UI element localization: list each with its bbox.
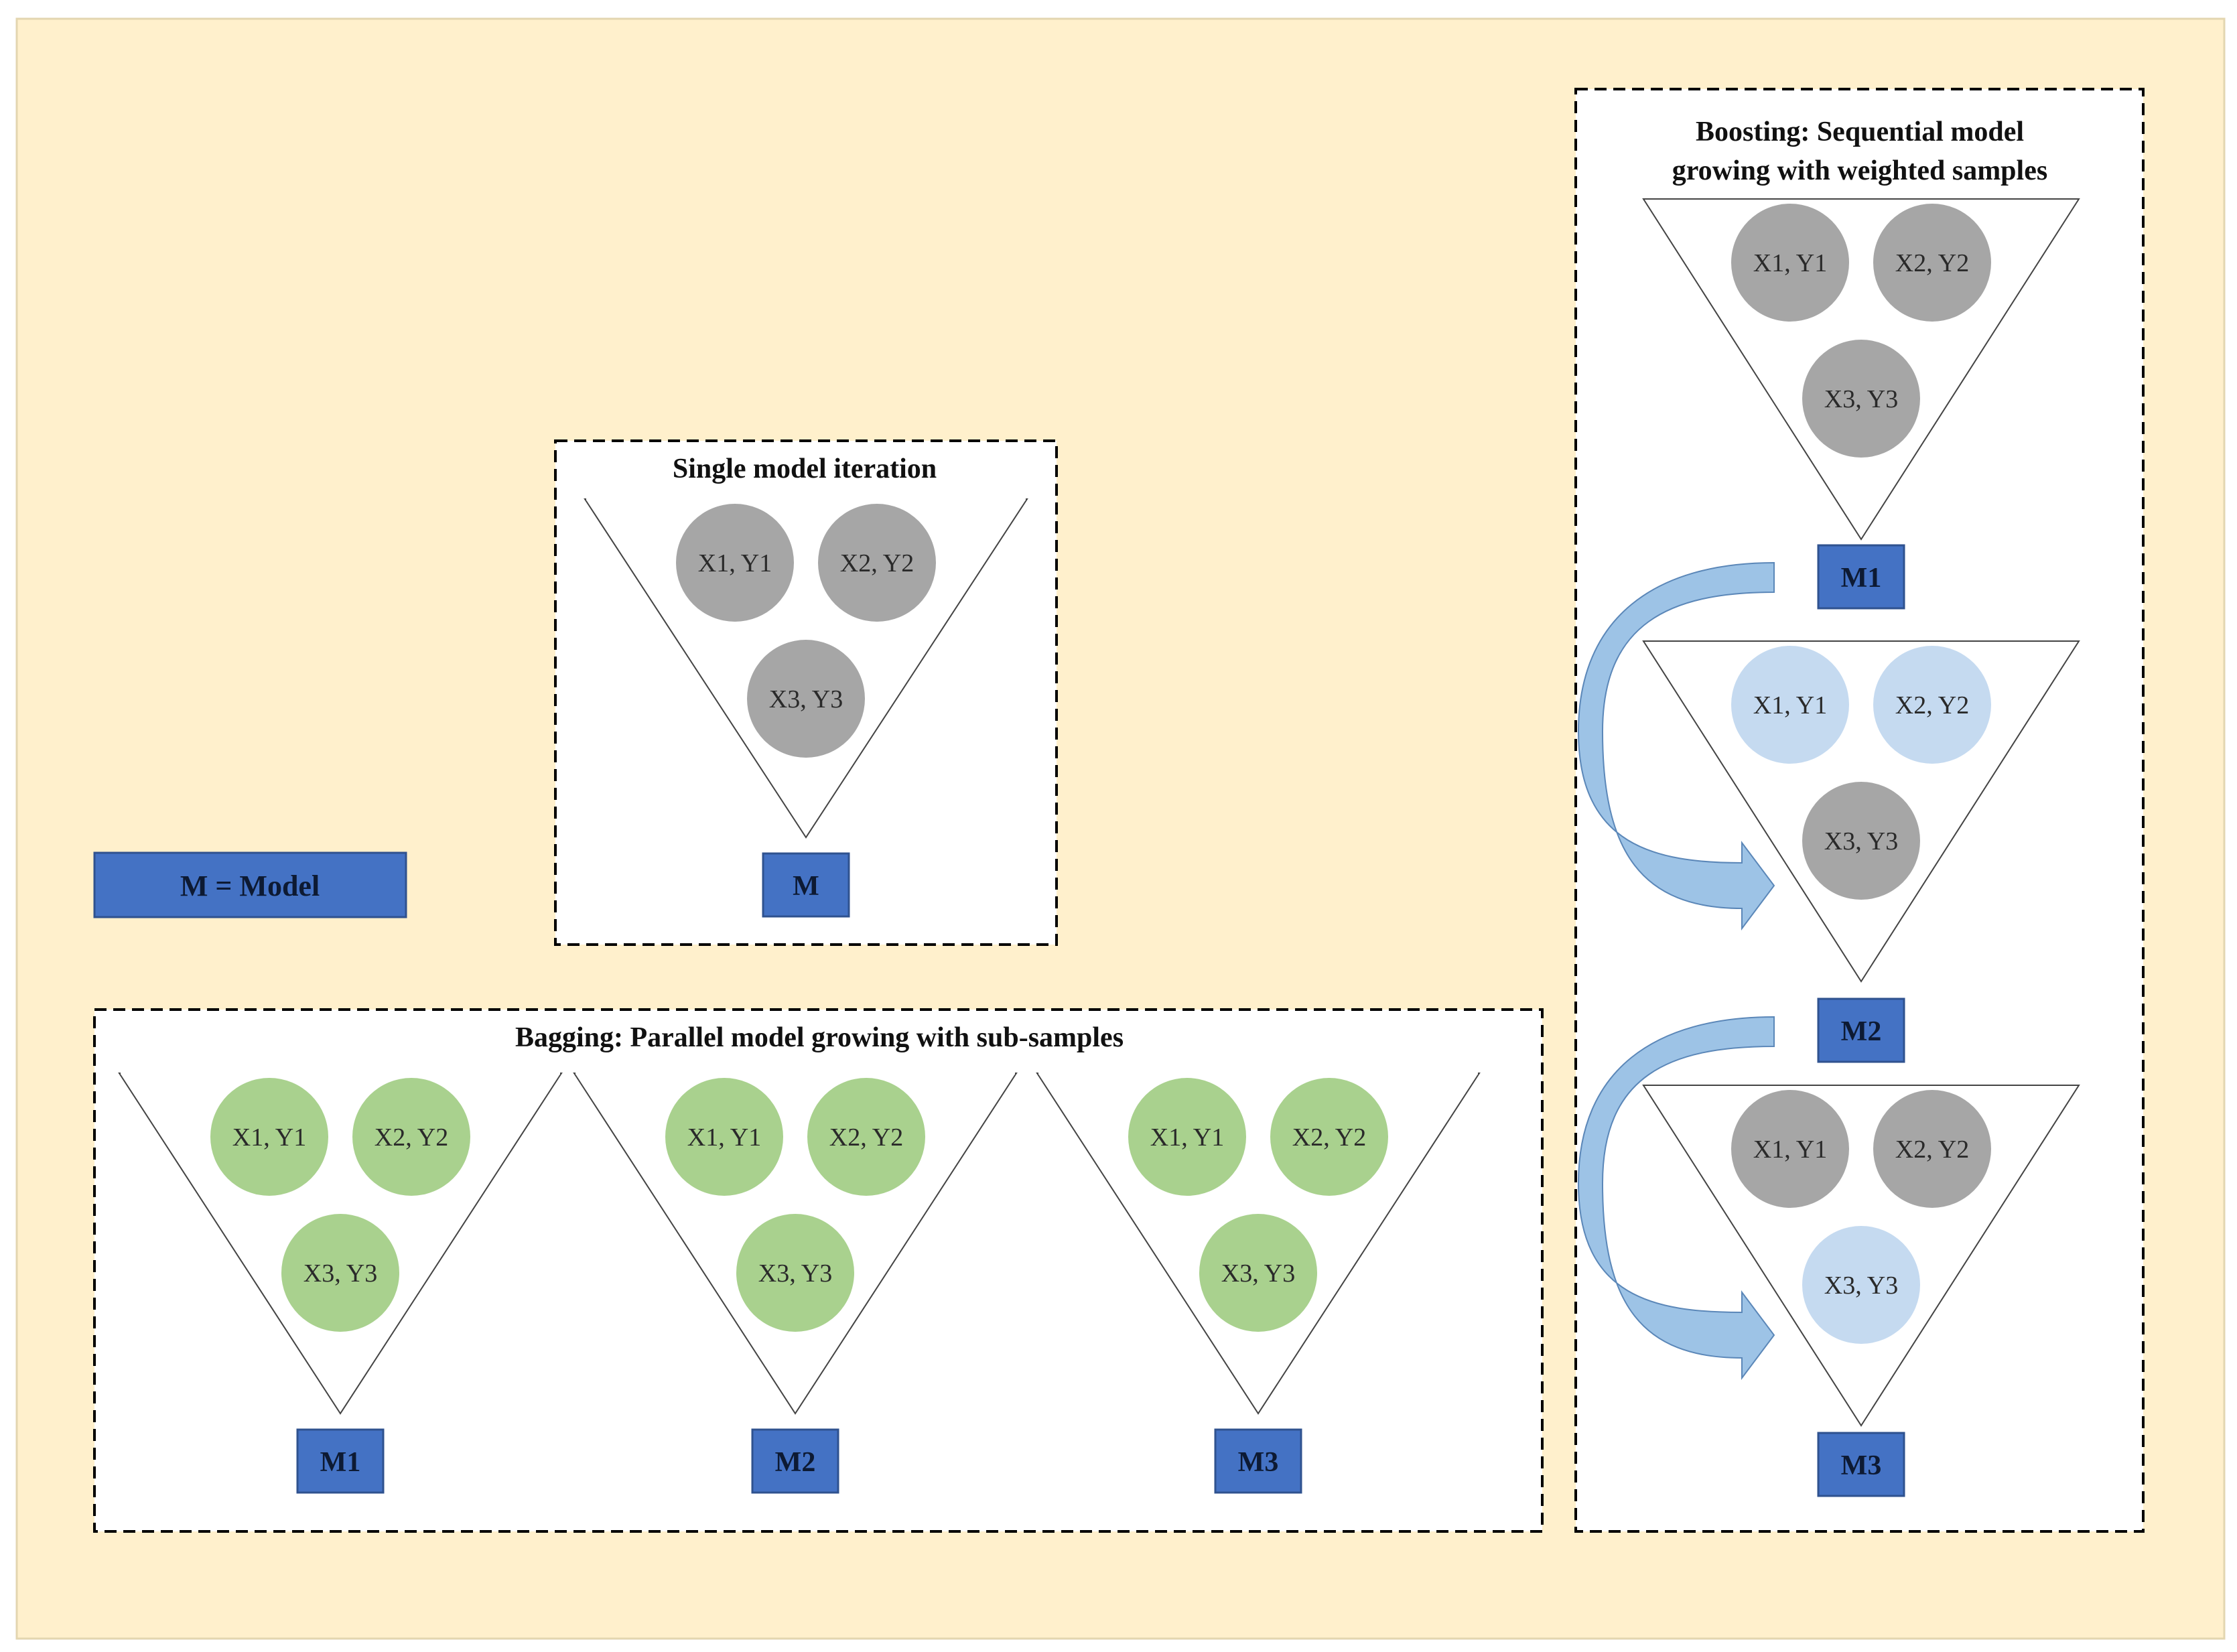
sample-node-label: X2, Y2 xyxy=(1895,249,1969,277)
sample-node xyxy=(747,640,865,758)
model-box xyxy=(1214,1428,1302,1494)
boosting-title-line2: growing with weighted samples xyxy=(1672,155,2047,186)
model-label: M xyxy=(793,871,819,902)
single-panel-title: Single model iteration xyxy=(673,454,937,484)
sample-node xyxy=(676,504,794,622)
sample-node xyxy=(1731,1090,1849,1208)
sample-node-label: X1, Y1 xyxy=(1753,249,1827,277)
sample-node-label: X2, Y2 xyxy=(1895,691,1969,719)
boosting-arrows xyxy=(1577,561,1775,1380)
model-box xyxy=(762,852,850,918)
model-label: M3 xyxy=(1841,1450,1882,1481)
sample-node xyxy=(281,1214,399,1332)
sample-node xyxy=(807,1078,925,1196)
sample-node xyxy=(818,504,936,622)
single-model-panel: Single model iteration X1, Y1 X2, Y2 X3, Y… xyxy=(554,439,1058,946)
sample-node-label: X1, Y1 xyxy=(232,1123,306,1152)
single-model-group: X1, Y1 X2, Y2 X3, Y3 M xyxy=(584,498,1028,918)
sample-node-label: X3, Y3 xyxy=(1824,1271,1898,1300)
sample-node xyxy=(210,1078,328,1196)
sample-node xyxy=(1802,1226,1920,1344)
bagging-panel-title: Bagging: Parallel model growing with sub… xyxy=(515,1022,1124,1053)
boosting-title-line1: Boosting: Sequential model xyxy=(1696,117,2024,147)
sample-node-label: X3, Y3 xyxy=(303,1259,377,1288)
model-group: X1, Y1 X2, Y2 X3, Y3 M xyxy=(584,498,1028,918)
sample-node-label: X3, Y3 xyxy=(769,685,843,713)
model-box xyxy=(751,1428,839,1494)
model-label: M2 xyxy=(775,1447,816,1478)
sample-node xyxy=(1873,204,1991,322)
model-label: M2 xyxy=(1841,1016,1882,1047)
model-group: X1, Y1 X2, Y2 X3, Y3 M1 xyxy=(1642,198,2080,610)
bagging-groups: X1, Y1 X2, Y2 X3, Y3 M1 X1, Y1 X2, Y2 X3, Y3 M2… xyxy=(118,1072,1481,1494)
sample-node-label: X1, Y1 xyxy=(687,1123,761,1152)
sample-node-label: X2, Y2 xyxy=(1895,1135,1969,1164)
model-label: M1 xyxy=(320,1447,361,1478)
sample-node xyxy=(1731,646,1849,764)
sample-node xyxy=(1873,1090,1991,1208)
model-box xyxy=(1817,997,1905,1063)
model-group: X1, Y1 X2, Y2 X3, Y3 M1 xyxy=(118,1072,563,1494)
sample-node xyxy=(1802,782,1920,900)
sequence-arrow xyxy=(1577,561,1775,931)
legend: M = Model xyxy=(93,851,407,918)
sample-node-label: X3, Y3 xyxy=(1824,385,1898,413)
model-group: X1, Y1 X2, Y2 X3, Y3 M3 xyxy=(1642,1085,2080,1497)
sample-node-label: X2, Y2 xyxy=(375,1123,448,1152)
sample-node xyxy=(665,1078,783,1196)
model-group: X1, Y1 X2, Y2 X3, Y3 M3 xyxy=(1036,1072,1481,1494)
sample-node-label: X1, Y1 xyxy=(1753,691,1827,719)
sample-node-label: X1, Y1 xyxy=(1753,1135,1827,1164)
sample-node xyxy=(1199,1214,1317,1332)
sample-node-label: X3, Y3 xyxy=(1824,827,1898,855)
model-label: M1 xyxy=(1841,563,1882,594)
sample-node-label: X1, Y1 xyxy=(698,549,772,577)
model-group: X1, Y1 X2, Y2 X3, Y3 M2 xyxy=(573,1072,1018,1494)
sample-node xyxy=(736,1214,854,1332)
bagging-panel: Bagging: Parallel model growing with sub… xyxy=(93,1008,1544,1533)
sample-node xyxy=(352,1078,470,1196)
model-group: X1, Y1 X2, Y2 X3, Y3 M2 xyxy=(1642,640,2080,1063)
sample-node-label: X2, Y2 xyxy=(829,1123,903,1152)
sequence-arrow xyxy=(1577,1016,1775,1380)
sample-node-label: X3, Y3 xyxy=(758,1259,832,1288)
sample-node xyxy=(1270,1078,1388,1196)
sample-node-label: X2, Y2 xyxy=(840,549,914,577)
boosting-panel: Boosting: Sequential model growing with … xyxy=(1574,88,2145,1533)
legend-label: M = Model xyxy=(180,870,320,902)
model-box xyxy=(296,1428,385,1494)
sample-node xyxy=(1731,204,1849,322)
model-label: M3 xyxy=(1238,1447,1279,1478)
legend-box xyxy=(93,851,407,918)
sample-node xyxy=(1873,646,1991,764)
model-box xyxy=(1817,1432,1905,1497)
sample-node xyxy=(1128,1078,1246,1196)
sample-node xyxy=(1802,340,1920,458)
sample-node-label: X3, Y3 xyxy=(1221,1259,1295,1288)
model-box xyxy=(1817,544,1905,610)
sample-node-label: X1, Y1 xyxy=(1150,1123,1224,1152)
sample-node-label: X2, Y2 xyxy=(1292,1123,1366,1152)
